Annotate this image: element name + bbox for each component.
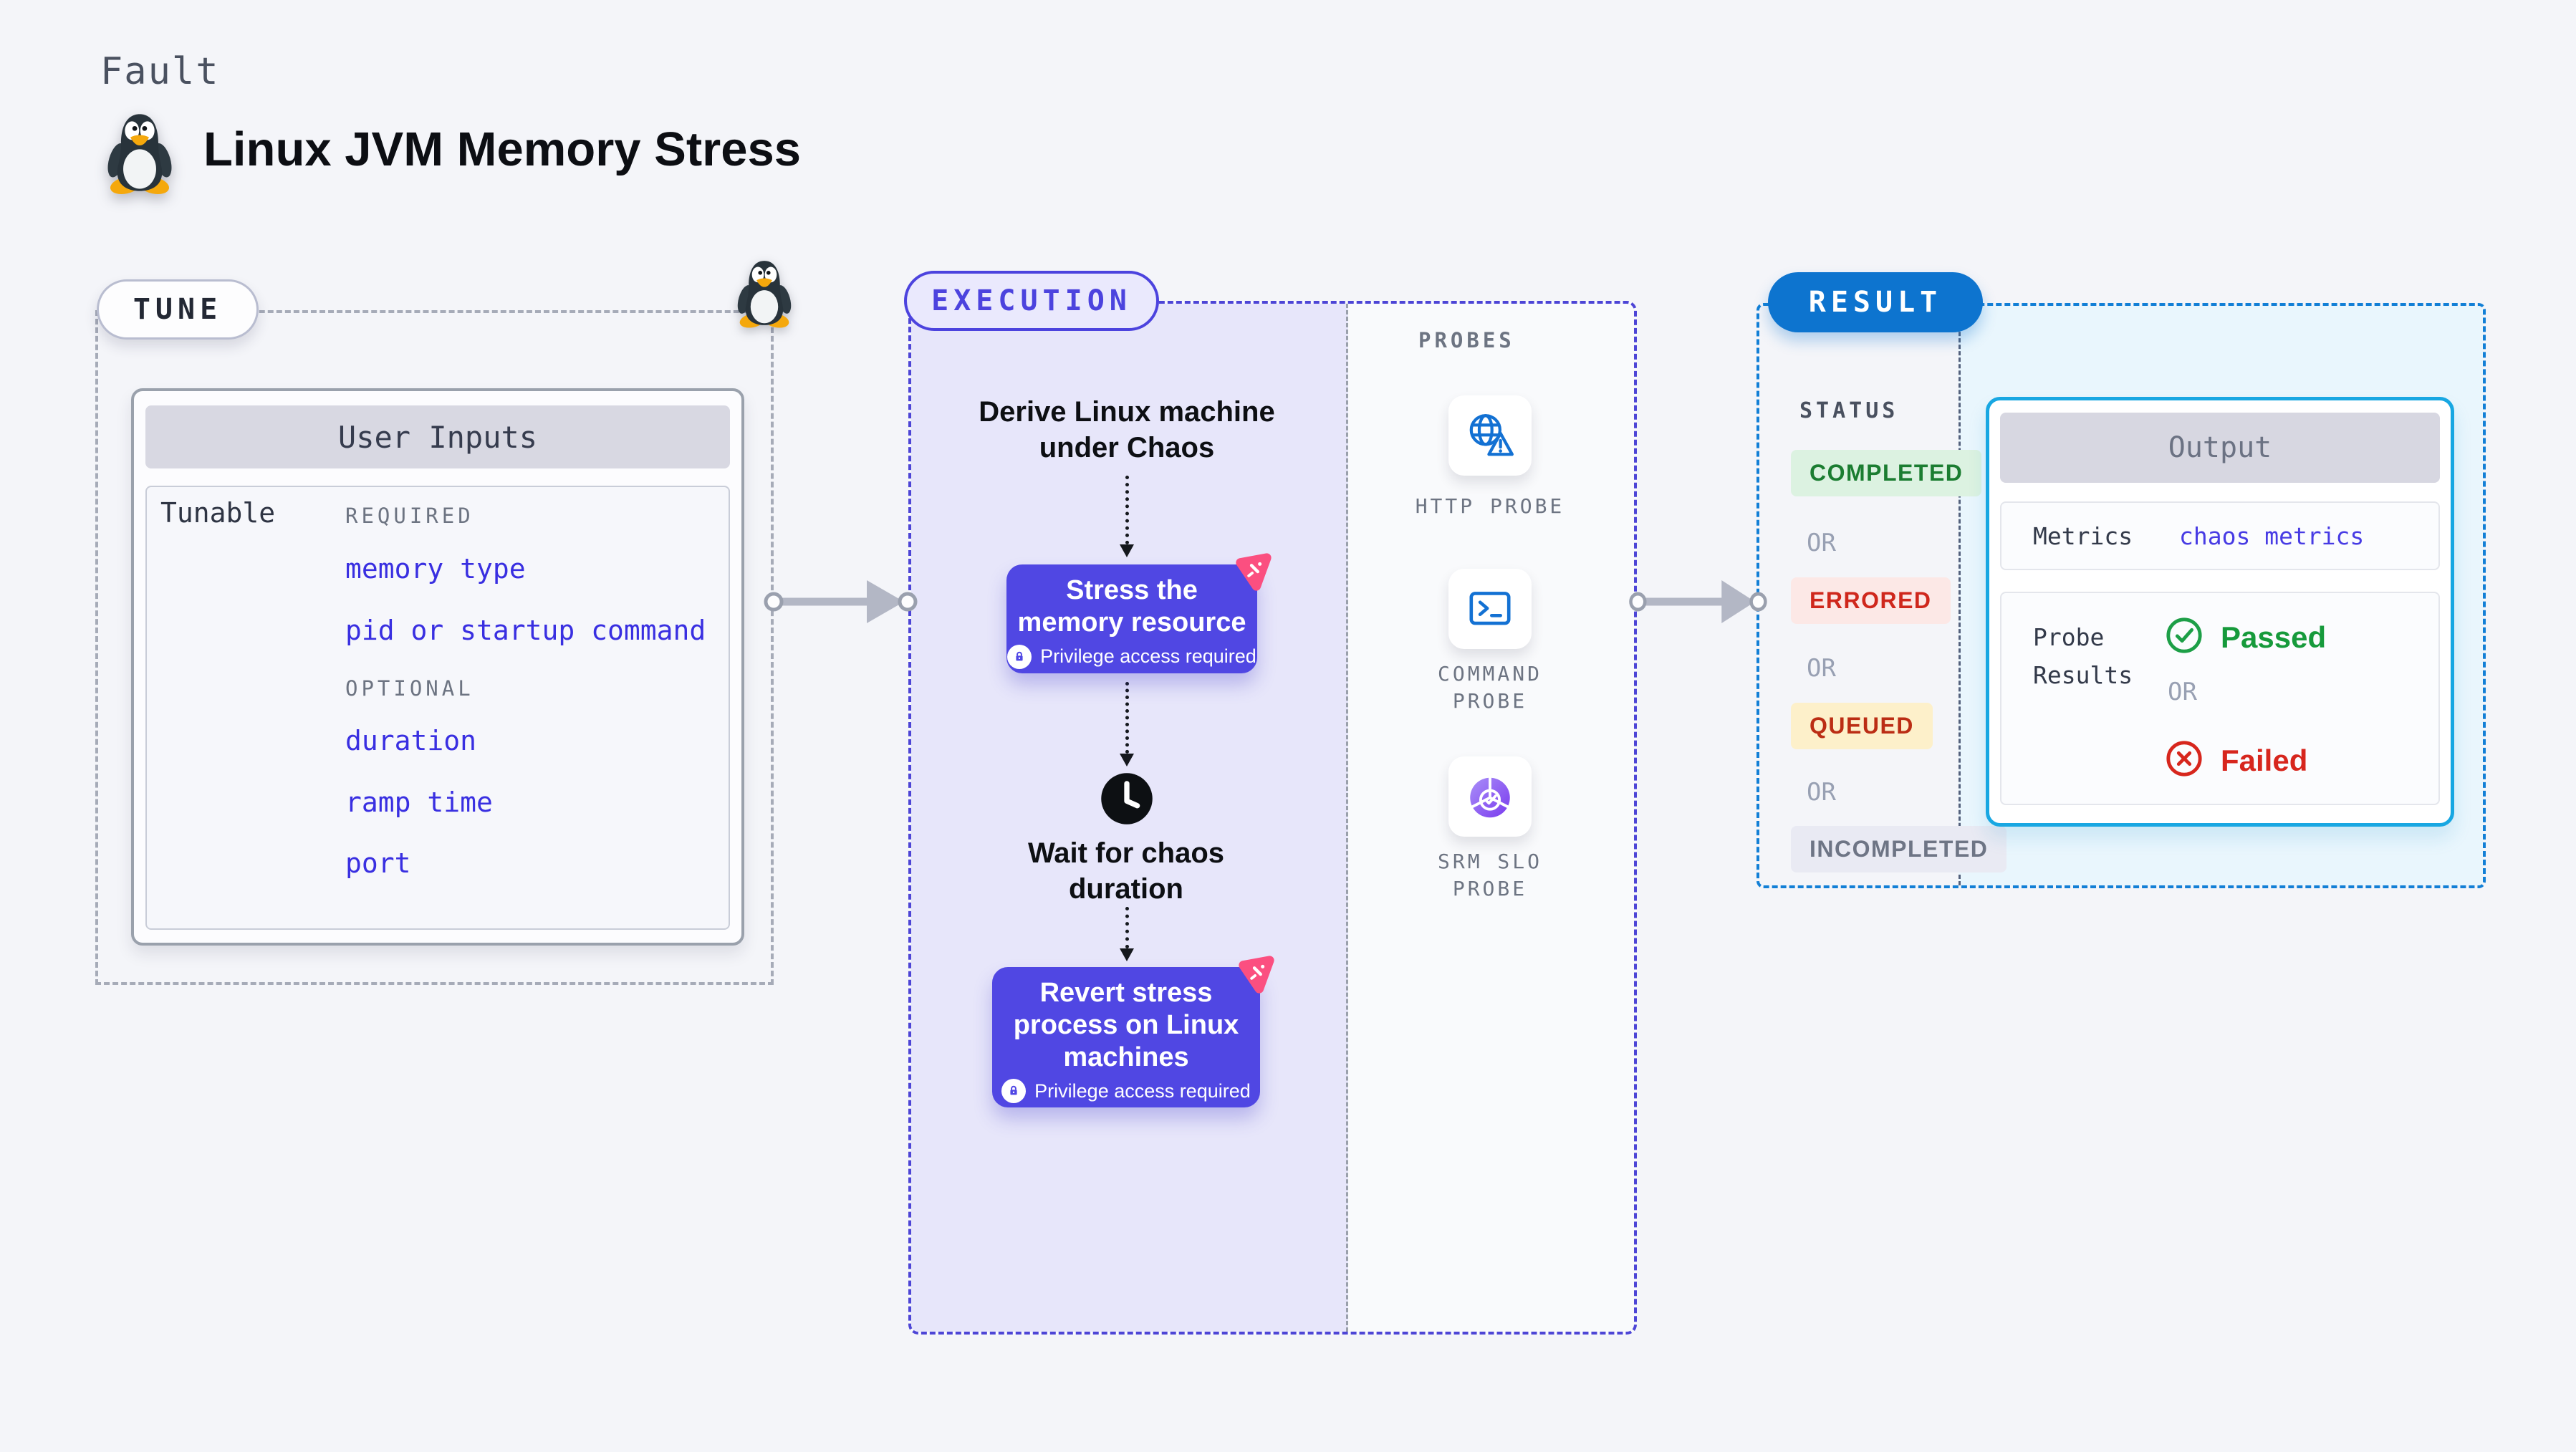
or-separator: OR	[1807, 529, 1836, 557]
execution-to-result-arrow	[1629, 580, 1767, 623]
input-link-pid-or-startup-command[interactable]: pid or startup command	[345, 615, 706, 646]
or-separator: OR	[1807, 654, 1836, 683]
input-link-memory-type[interactable]: memory type	[345, 553, 526, 585]
fault-kicker: Fault	[100, 50, 220, 93]
failed-label: Failed	[2221, 744, 2308, 777]
srm-slo-probe-card[interactable]	[1448, 756, 1532, 837]
tune-section	[95, 310, 774, 985]
srm-slo-probe-label: SRM SLO PROBE	[1437, 850, 1542, 900]
command-probe-label: COMMAND PROBE	[1437, 662, 1542, 713]
revert-node-title: Revert stress process on Linux machines	[1013, 978, 1239, 1072]
lock-icon	[1007, 644, 1032, 669]
privilege-badge: Privilege access required	[1034, 1080, 1251, 1102]
tux-penguin-small-icon	[737, 261, 792, 328]
status-badge-errored: ERRORED	[1791, 577, 1951, 624]
input-link-port[interactable]: port	[345, 847, 411, 879]
tunable-label: Tunable	[160, 497, 276, 529]
flow-dotted-arrow-2	[1120, 682, 1134, 766]
probes-heading: PROBES	[1418, 328, 1515, 352]
http-probe-label: HTTP PROBE	[1415, 494, 1565, 518]
flow-dotted-arrow-3	[1120, 907, 1134, 961]
metrics-label: Metrics	[2033, 522, 2133, 550]
chaos-logo-icon	[1236, 553, 1272, 591]
status-badge-incompleted: INCOMPLETED	[1791, 826, 2007, 872]
page-title: Linux JVM Memory Stress	[203, 122, 802, 176]
step-wait-duration: Wait for chaos duration	[1027, 837, 1225, 905]
input-link-ramp-time[interactable]: ramp time	[345, 787, 493, 818]
clock-icon	[1101, 773, 1153, 824]
failed-x-icon	[2166, 741, 2202, 777]
http-probe-card[interactable]	[1448, 395, 1532, 476]
metrics-value-link[interactable]: chaos metrics	[2179, 522, 2365, 550]
passed-check-icon	[2166, 617, 2202, 653]
slo-pie-check-icon	[1470, 777, 1510, 818]
or-separator: OR	[2168, 678, 2197, 706]
tune-to-execution-arrow	[764, 580, 918, 623]
globe-alert-icon	[1469, 414, 1514, 456]
chaos-logo-icon	[1239, 956, 1274, 994]
result-label-pill: RESULT	[1768, 272, 1983, 332]
stress-memory-node[interactable]: Stress the memory resource Privilege acc…	[1006, 564, 1257, 673]
privilege-badge: Privilege access required	[1040, 645, 1256, 668]
flow-dotted-arrow-1	[1120, 476, 1134, 557]
required-heading: REQUIRED	[345, 504, 474, 528]
revert-stress-node[interactable]: Revert stress process on Linux machines …	[992, 967, 1260, 1107]
execution-label-pill: EXECUTION	[904, 271, 1159, 331]
probe-results-row	[2000, 592, 2440, 805]
output-header: Output	[2000, 413, 2440, 483]
lock-icon	[1001, 1079, 1027, 1104]
step-derive-machine: Derive Linux machine under Chaos	[979, 396, 1275, 463]
optional-heading: OPTIONAL	[345, 676, 474, 701]
probe-results-label: Probe Results	[2033, 623, 2133, 689]
user-inputs-body	[145, 486, 730, 930]
terminal-icon	[1469, 592, 1511, 625]
passed-label: Passed	[2221, 620, 2327, 654]
execution-label: EXECUTION	[931, 284, 1132, 317]
metrics-row	[2000, 501, 2440, 570]
command-probe-card[interactable]	[1448, 569, 1532, 649]
tux-penguin-icon	[107, 114, 172, 195]
input-link-duration[interactable]: duration	[345, 725, 477, 756]
tune-label: TUNE	[133, 293, 223, 326]
or-separator: OR	[1807, 778, 1836, 807]
stress-node-title: Stress the memory resource	[1017, 575, 1246, 638]
tune-label-pill: TUNE	[97, 279, 259, 340]
status-heading: STATUS	[1799, 398, 1899, 423]
status-badge-completed: COMPLETED	[1791, 450, 1982, 496]
user-inputs-header: User Inputs	[145, 405, 730, 468]
result-label: RESULT	[1808, 286, 1943, 319]
status-badge-queued: QUEUED	[1791, 703, 1933, 749]
